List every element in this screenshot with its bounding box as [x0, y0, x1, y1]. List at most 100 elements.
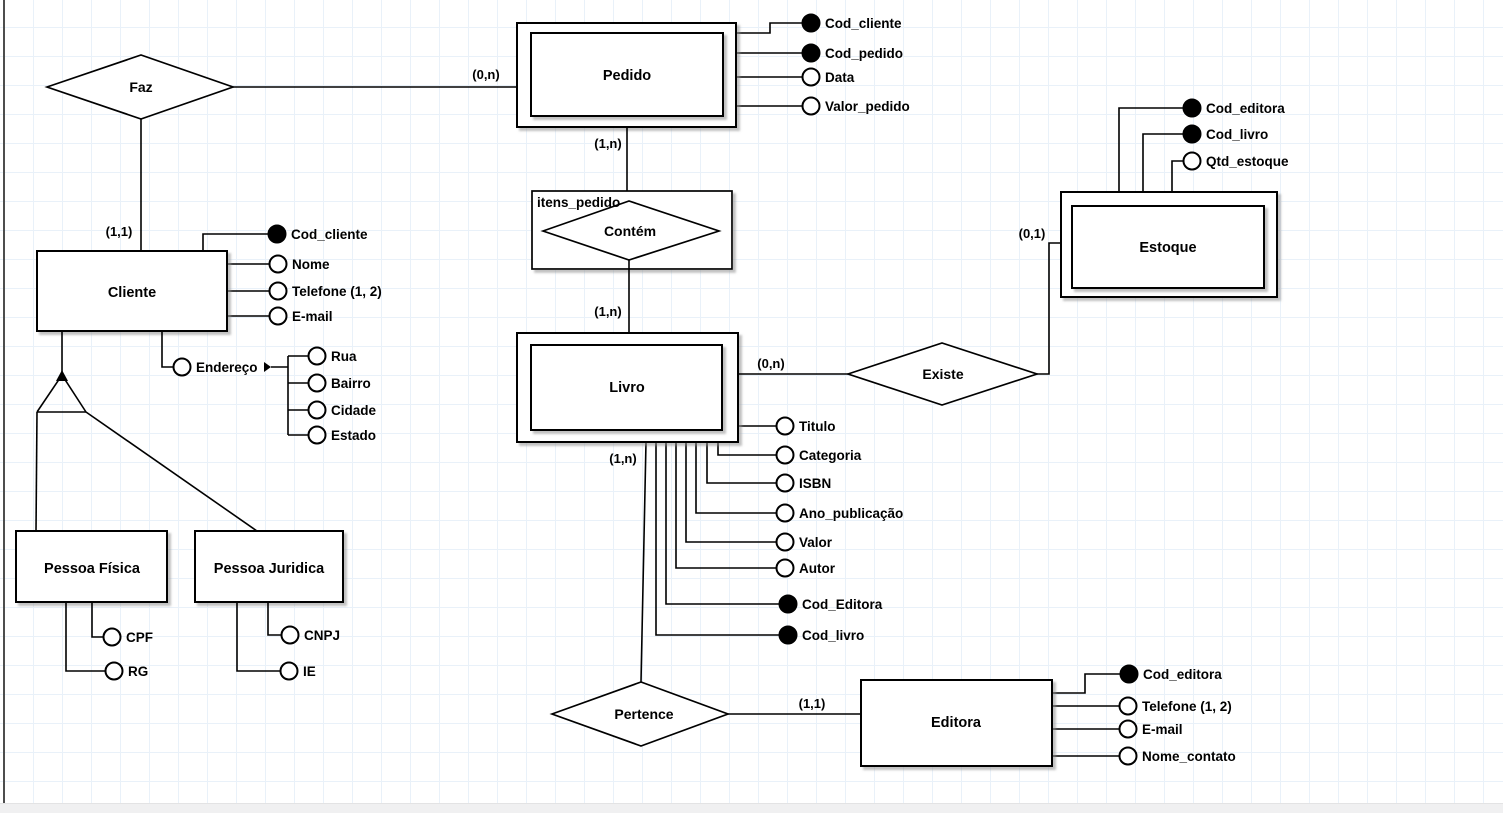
- connector-pf-rg[interactable]: [65, 602, 105, 672]
- cliente-endereco-circle[interactable]: [172, 357, 192, 377]
- livro-ano-publicacao-label: Ano_publicação: [799, 506, 903, 521]
- connector-existe-estoque[interactable]: [1037, 242, 1061, 375]
- cardinality-contem-pedido: (1,n): [594, 136, 621, 151]
- connector-estoque-cod-livro[interactable]: [1142, 133, 1184, 192]
- pf-cpf-label: CPF: [126, 630, 153, 645]
- estoque-qtd-estoque-circle[interactable]: [1182, 151, 1202, 171]
- pedido-label: Pedido: [603, 68, 651, 84]
- estoque-cod-editora-label: Cod_editora: [1206, 101, 1285, 116]
- livro-autor-circle[interactable]: [775, 558, 795, 578]
- pf-rg-circle[interactable]: [104, 661, 124, 681]
- pj-cnpj-circle[interactable]: [280, 625, 300, 645]
- cliente-cod-cliente-circle[interactable]: [267, 224, 287, 244]
- cliente-email-label: E-mail: [292, 309, 333, 324]
- pedido-cod-cliente-circle[interactable]: [801, 13, 821, 33]
- pf-cpf-circle[interactable]: [102, 627, 122, 647]
- page-border-left: [3, 0, 5, 803]
- editora-cod-editora-circle[interactable]: [1119, 664, 1139, 684]
- estoque-cod-livro-circle[interactable]: [1182, 124, 1202, 144]
- cliente-nome-circle[interactable]: [268, 254, 288, 274]
- livro-categoria-label: Categoria: [799, 448, 862, 463]
- contem-diamond[interactable]: [540, 200, 722, 261]
- connector-livro-isbn[interactable]: [706, 442, 777, 484]
- entity-livro: Livro Titulo Categoria ISBN Ano_publicaç…: [516, 332, 903, 683]
- connector-pf-cpf[interactable]: [91, 602, 103, 638]
- isa-triangle-left-side[interactable]: [36, 374, 63, 413]
- faz-label: Faz: [129, 79, 152, 95]
- endereco-cidade-label: Cidade: [331, 403, 377, 418]
- livro-autor-label: Autor: [799, 561, 836, 576]
- livro-valor-circle[interactable]: [775, 532, 795, 552]
- pj-ie-circle[interactable]: [279, 661, 299, 681]
- relationship-contem: (1,n) itens_pedido Contém (1,n): [531, 127, 733, 333]
- cliente-box[interactable]: [36, 250, 228, 332]
- connector-livro-categoria[interactable]: [717, 442, 777, 456]
- endereco-cidade-circle[interactable]: [307, 400, 327, 420]
- livro-titulo-circle[interactable]: [775, 416, 795, 436]
- isa-triangle-right-side[interactable]: [61, 374, 87, 413]
- connector-estoque-qtd[interactable]: [1171, 160, 1184, 192]
- contem-label: Contém: [604, 223, 656, 239]
- cliente-telefone-circle[interactable]: [268, 281, 288, 301]
- connector-editora-cod-editora[interactable]: [1052, 673, 1121, 694]
- pedido-cod-pedido-circle[interactable]: [801, 43, 821, 63]
- connector-estoque-cod-editora[interactable]: [1118, 107, 1184, 192]
- livro-categoria-circle[interactable]: [775, 445, 795, 465]
- cardinality-pertence-editora: (1,1): [799, 696, 826, 711]
- connector-livro-cod-livro[interactable]: [655, 442, 780, 636]
- pessoa-fisica-box[interactable]: [15, 530, 168, 603]
- cardinality-faz-cliente: (1,1): [106, 224, 133, 239]
- connector-cliente-cod-cliente[interactable]: [202, 233, 269, 251]
- pedido-valor-pedido-label: Valor_pedido: [825, 99, 910, 114]
- editora-nome-contato-circle[interactable]: [1118, 746, 1138, 766]
- horizontal-scrollbar[interactable]: [0, 803, 1503, 813]
- livro-ano-publicacao-circle[interactable]: [775, 503, 795, 523]
- endereco-estado-circle[interactable]: [307, 425, 327, 445]
- connector-livro-valor[interactable]: [685, 442, 777, 543]
- connector-pj-ie[interactable]: [236, 602, 280, 672]
- livro-valor-label: Valor: [799, 535, 833, 550]
- livro-isbn-circle[interactable]: [775, 473, 795, 493]
- estoque-cod-livro-label: Cod_livro: [1206, 127, 1268, 142]
- livro-cod-editora-label: Cod_Editora: [802, 597, 883, 612]
- cardinality-existe-livro: (0,n): [757, 356, 784, 371]
- endereco-bairro-circle[interactable]: [307, 373, 327, 393]
- connector-livro-autor[interactable]: [675, 442, 777, 569]
- pessoa-juridica-box[interactable]: [194, 530, 344, 603]
- pedido-box-inner[interactable]: [530, 32, 724, 117]
- connector-pj-cnpj[interactable]: [267, 602, 281, 636]
- livro-cod-livro-circle[interactable]: [778, 625, 798, 645]
- pj-cnpj-label: CNPJ: [304, 628, 340, 643]
- pedido-data-circle[interactable]: [801, 67, 821, 87]
- connector-isa-pessoa-fisica[interactable]: [35, 411, 38, 532]
- connector-livro-cod-editora[interactable]: [665, 442, 780, 605]
- cliente-cod-cliente-label: Cod_cliente: [291, 227, 368, 242]
- estoque-box-inner[interactable]: [1071, 205, 1265, 289]
- endereco-rua-circle[interactable]: [307, 346, 327, 366]
- cliente-email-circle[interactable]: [268, 306, 288, 326]
- faz-diamond[interactable]: [44, 54, 236, 120]
- pessoa-fisica-label: Pessoa Física: [44, 561, 141, 577]
- connector-livro-ano[interactable]: [695, 442, 777, 514]
- livro-isbn-label: ISBN: [799, 476, 831, 491]
- connector-cliente-endereco[interactable]: [161, 331, 173, 368]
- editora-nome-contato-label: Nome_contato: [1142, 749, 1236, 764]
- entity-cliente: Cliente Cod_cliente Nome Telefone (1, 2)…: [36, 224, 382, 445]
- editora-telefone-circle[interactable]: [1118, 696, 1138, 716]
- livro-titulo-label: Titulo: [799, 419, 836, 434]
- pedido-valor-pedido-circle[interactable]: [801, 96, 821, 116]
- relationship-faz: Faz (0,n) (1,1): [44, 54, 517, 251]
- editora-box[interactable]: [860, 679, 1053, 767]
- livro-box-inner[interactable]: [530, 344, 723, 431]
- estoque-cod-editora-circle[interactable]: [1182, 98, 1202, 118]
- isa-specialization: [35, 331, 258, 532]
- cliente-nome-label: Nome: [292, 257, 330, 272]
- editora-email-circle[interactable]: [1118, 719, 1138, 739]
- connector-isa-pessoa-juridica[interactable]: [85, 411, 258, 532]
- endereco-expand-arrow-icon[interactable]: [264, 362, 271, 372]
- connector-livro-pertence[interactable]: [640, 441, 647, 683]
- livro-cod-editora-circle[interactable]: [778, 594, 798, 614]
- connector-pedido-cod-cliente[interactable]: [736, 22, 803, 34]
